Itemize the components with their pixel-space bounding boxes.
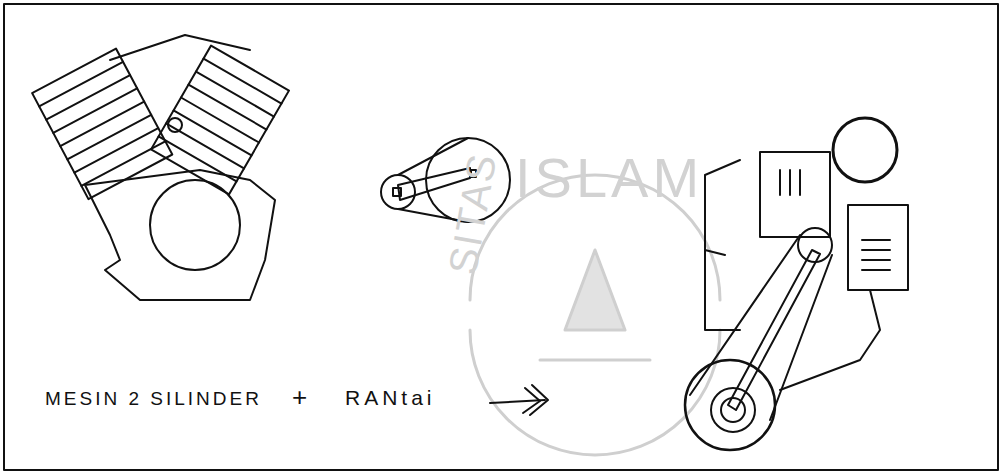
small-hole: [168, 118, 182, 132]
engine-top: [110, 35, 250, 60]
part-label: MESIN 2 SILINDER: [45, 388, 262, 410]
part-label: RANtai: [345, 386, 436, 410]
result-arrow: [490, 385, 548, 415]
watermark-text: ISLAM: [515, 145, 703, 210]
crankcase: [85, 170, 275, 300]
right-cylinder: [151, 46, 289, 195]
crankshaft-circle: [150, 180, 240, 270]
frame-border: [4, 4, 998, 470]
combined-engine: [685, 118, 908, 450]
watermark-text: SITAS: [440, 149, 506, 278]
watermark-logo: [470, 175, 720, 455]
plus-sign: +: [292, 382, 307, 413]
